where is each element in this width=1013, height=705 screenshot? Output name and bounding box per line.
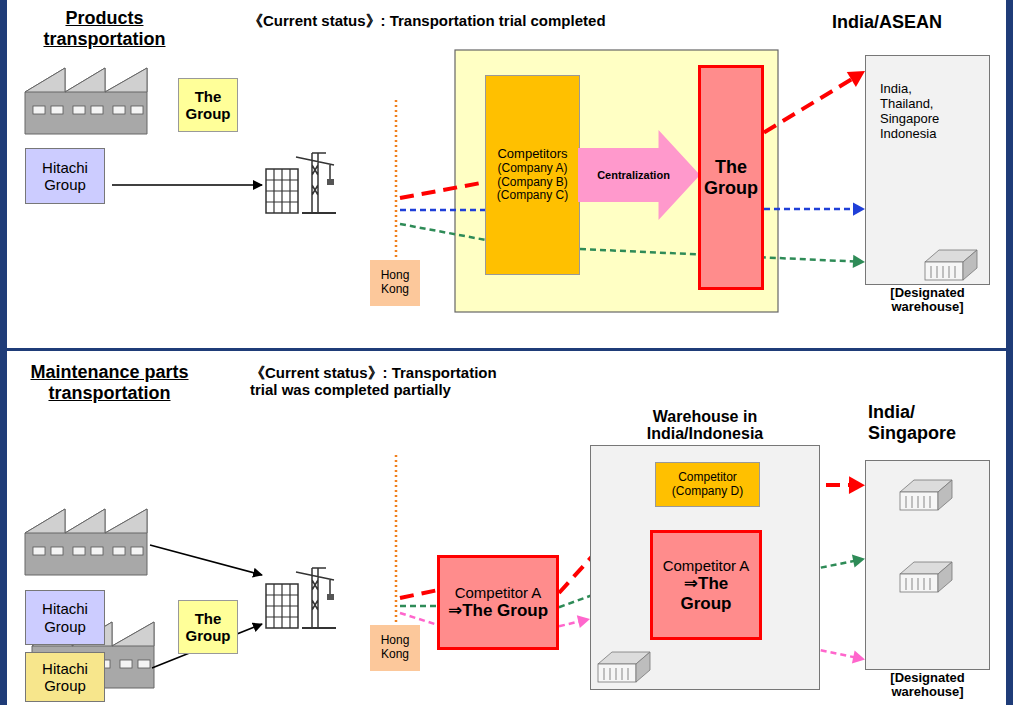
node-text: The Group	[182, 88, 234, 123]
factory-icon	[25, 68, 147, 134]
note-label: India/ASEAN	[832, 12, 992, 33]
arrow-head	[853, 255, 865, 268]
company-box: Hitachi Group	[25, 148, 105, 204]
note-label: 《Current status》: Transportation trial w…	[250, 364, 520, 399]
group-box: Competitor A⇒The Group	[650, 530, 762, 640]
arrow-head	[852, 555, 865, 568]
warehouse-icon	[900, 480, 952, 510]
node-text: The Group	[182, 610, 234, 645]
route-line	[400, 590, 438, 598]
border-line	[395, 455, 398, 622]
node-text: Competitors	[497, 147, 567, 162]
group-box: The Group	[698, 65, 764, 290]
route-line	[400, 182, 486, 198]
node-text: The Group	[704, 157, 758, 198]
location-box: Hong Kong	[370, 625, 420, 671]
company-box: Hitachi Group	[25, 590, 105, 645]
node-text: Hitachi Group	[29, 600, 101, 635]
node-text: Competitor A	[455, 584, 542, 601]
side-bar	[0, 0, 7, 705]
company-box: Hitachi Group	[25, 652, 105, 702]
note-label: India/ Singapore	[868, 402, 968, 443]
warehouse-icon	[900, 562, 952, 592]
node-heading: [Designated warehouse]	[873, 286, 983, 313]
node-text: Centralization	[597, 169, 670, 182]
port-icon	[266, 568, 336, 628]
note-label: 《Current status》: Transportation trial c…	[248, 12, 608, 29]
route-line	[400, 209, 486, 212]
section-title: Products transportation	[12, 8, 197, 49]
node-text: ⇒The Group	[448, 601, 548, 621]
route-connector	[764, 208, 855, 211]
node-text: Competitor	[678, 471, 737, 485]
warehouse-box: Warehouse in India/IndonesiaCompetitor(C…	[590, 445, 820, 690]
route-line	[400, 605, 438, 608]
node-text: Hong Kong	[373, 269, 417, 297]
route-line	[400, 224, 486, 240]
arrow-head	[847, 71, 865, 87]
node-text: Hong Kong	[373, 634, 417, 662]
border-line	[395, 100, 398, 258]
node-text: ⇒The Group	[656, 574, 756, 613]
competitor-box: Competitors(Company A) (Company B) (Comp…	[485, 75, 580, 275]
node-heading: Warehouse in India/Indonesia	[620, 409, 790, 443]
node-text: India, Thailand, Singapore Indonesia	[880, 82, 952, 142]
node-text: Competitor A	[663, 557, 750, 574]
flow-arrow	[112, 184, 262, 186]
node-text: (Company D)	[672, 485, 743, 499]
warehouse-icon	[598, 652, 650, 682]
centralization-arrow: Centralization	[578, 130, 700, 220]
side-bar	[1006, 0, 1013, 705]
factory-icon	[25, 509, 147, 575]
node-text: Hitachi Group	[29, 159, 101, 194]
arrow-head	[577, 615, 590, 628]
warehouse-icon	[925, 250, 977, 280]
warehouse-box: India, Thailand, Singapore Indonesia[Des…	[865, 55, 990, 285]
group-box: Competitor A⇒The Group	[437, 555, 559, 650]
arrow-shape	[578, 130, 700, 220]
route-connector	[559, 621, 581, 626]
section-title: Maintenance parts transportation	[12, 362, 207, 403]
group-box: The Group	[178, 600, 238, 654]
warehouse-box: [Designated warehouse]	[865, 460, 990, 670]
divider-line	[7, 348, 1006, 351]
port-icon	[266, 153, 336, 213]
route-connector	[764, 78, 854, 133]
centralization-panel	[455, 50, 778, 312]
node-heading: [Designated warehouse]	[873, 671, 983, 698]
node-text: (Company A) (Company B) (Company C)	[489, 162, 576, 203]
competitor-box: Competitor(Company D)	[655, 462, 760, 507]
location-box: Hong Kong	[370, 260, 420, 306]
arrow-head	[852, 651, 865, 664]
arrow-head	[853, 202, 865, 215]
node-text: Hitachi Group	[29, 660, 101, 695]
flow-arrow	[150, 545, 262, 575]
arrow-head	[849, 476, 865, 494]
group-box: The Group	[178, 78, 238, 132]
route-line	[400, 613, 438, 625]
